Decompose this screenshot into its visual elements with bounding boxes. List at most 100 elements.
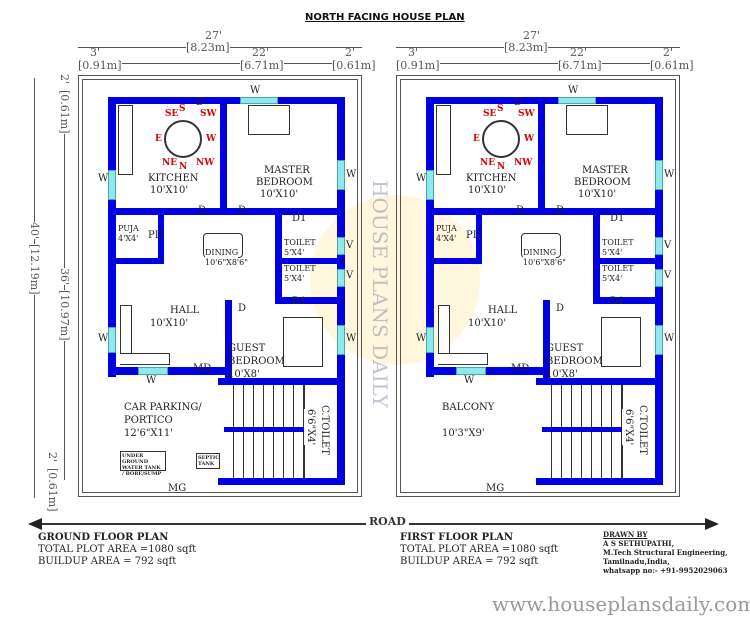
drawn-by-qualification: M.Tech Structural Engineering, (603, 548, 728, 557)
room-hall: HALL (488, 305, 518, 316)
window (138, 367, 168, 375)
window-label: W (250, 85, 261, 96)
door-label: D (238, 205, 247, 216)
window (108, 170, 116, 200)
compass-e: E (473, 134, 480, 144)
wall (275, 297, 337, 304)
dim-left-setback: 3' (90, 46, 101, 59)
ventilator-label: V (664, 270, 672, 281)
room-toilet-1: TOILET (602, 238, 634, 247)
first-floor-info: FIRST FLOOR PLAN TOTAL PLOT AREA =1080 s… (400, 532, 558, 568)
compass-icon (482, 120, 520, 158)
dim-total-width: 27' (205, 29, 223, 42)
wall (225, 300, 232, 380)
wall (224, 427, 304, 432)
dim-total-width: 27' (523, 29, 541, 42)
drawn-by-phone: whatsapp no:- +91-9952029063 (603, 566, 728, 575)
drawn-by-block: DRAWN BY A S SETHUPATHI, M.Tech Structur… (603, 530, 728, 575)
website-link[interactable]: www.houseplansdaily.com (492, 592, 750, 616)
room-guest: GUEST (228, 343, 266, 354)
wall (220, 97, 227, 215)
arrow-left-icon (28, 518, 42, 530)
wall (108, 258, 160, 264)
dim-total-depth-m: [12.19m] (28, 244, 41, 295)
dim-total-width-m: [8.23m] (186, 41, 230, 54)
ventilator-label: V (346, 240, 354, 251)
room-master-2: BEDROOM (256, 177, 313, 188)
room-dining: DINING (523, 247, 557, 259)
room-master-2: BEDROOM (574, 177, 631, 188)
wall (655, 97, 663, 485)
room-guest-2: BEDROOM (228, 356, 285, 367)
door-label: D (196, 97, 205, 108)
wall (82, 79, 358, 493)
compass-sw: SW (200, 109, 217, 119)
compass-nw: NW (196, 158, 215, 168)
room-guest-size: 10'X8' (228, 369, 260, 380)
window (456, 367, 486, 375)
room-toilet-2-size: 5'X4' (284, 274, 305, 283)
window (655, 325, 663, 355)
sofa-icon (438, 353, 488, 365)
ground-floor-title: GROUND FLOOR PLAN (38, 532, 169, 543)
door-toilet-1: D1 (610, 213, 625, 224)
dim-left-setback-m: [0.91m] (396, 59, 440, 72)
room-dining-size: 10'6"X8'6" (205, 258, 248, 267)
wall (400, 79, 676, 493)
bed-icon (248, 105, 290, 135)
compass-s: S (179, 104, 186, 114)
main-door: MD (511, 363, 530, 374)
window-label: W (664, 169, 675, 180)
wall (543, 300, 550, 380)
room-guest-size: 10'X8' (546, 369, 578, 380)
ventilator-label: V (346, 270, 354, 281)
room-kitchen-size: 10'X10' (150, 185, 189, 196)
room-puja: PUJA (118, 224, 139, 233)
kitchen-counter-icon (118, 105, 133, 175)
wall (396, 75, 680, 497)
door-toilet-2: D1 (292, 296, 307, 307)
room-toilet-2: TOILET (284, 264, 316, 273)
compass-ne: NE (480, 158, 496, 168)
window (108, 327, 116, 353)
dim-right-setback: 2' (345, 46, 356, 59)
room-master-size: 10'X10' (260, 189, 299, 200)
room-guest-2: BEDROOM (546, 356, 603, 367)
water-tank: UNDER GROUND WATER TANK / BORE/SUMP (120, 451, 166, 477)
room-front: BALCONY (442, 402, 495, 413)
room-dining: DINING (205, 247, 239, 259)
arrow-right-icon (705, 518, 719, 530)
wall (275, 258, 337, 264)
room-guest: GUEST (546, 343, 584, 354)
door-label: D (516, 205, 525, 216)
main-gate: MG (486, 483, 505, 494)
wall (78, 75, 362, 497)
room-toilet-2: TOILET (602, 264, 634, 273)
wall (337, 97, 345, 485)
window-label: W (98, 173, 109, 184)
compass-se: SE (483, 109, 497, 119)
compass-e: E (155, 134, 162, 144)
room-hall-size: 10'X10' (150, 318, 189, 329)
wall (593, 258, 655, 264)
first-floor-plan: SE S SW E W NE N NW KITCHEN 10'X10' MAST… (396, 75, 680, 497)
room-toilet-1: TOILET (284, 238, 316, 247)
kitchen-counter-icon (436, 105, 451, 175)
room-puja-size: 4'X4' (118, 234, 139, 243)
ground-plot-area: TOTAL PLOT AREA =1080 sqft (38, 544, 197, 555)
compass-s: S (497, 104, 504, 114)
room-hall-size: 10'X10' (468, 318, 507, 329)
dim-building-depth: 36' (58, 268, 71, 286)
room-master: MASTER (264, 165, 310, 176)
dim-building-width: 22' (570, 46, 588, 59)
wall (218, 378, 345, 385)
dim-bottom-setback-m: [0.61m] (46, 468, 59, 512)
window (240, 97, 278, 104)
page-title: NORTH FACING HOUSE PLAN (305, 12, 465, 23)
dim-total-width-m: [8.23m] (504, 41, 548, 54)
room-common-toilet: C.TOILET (636, 405, 648, 455)
door-label: D (514, 97, 523, 108)
door-puja: PD (148, 230, 163, 241)
watermark-text: HOUSE PLANS DAILY (368, 180, 392, 408)
ground-floor-plan: SE S SW E W NE N NW KITCHEN 10'X10' MAST… (78, 75, 362, 497)
